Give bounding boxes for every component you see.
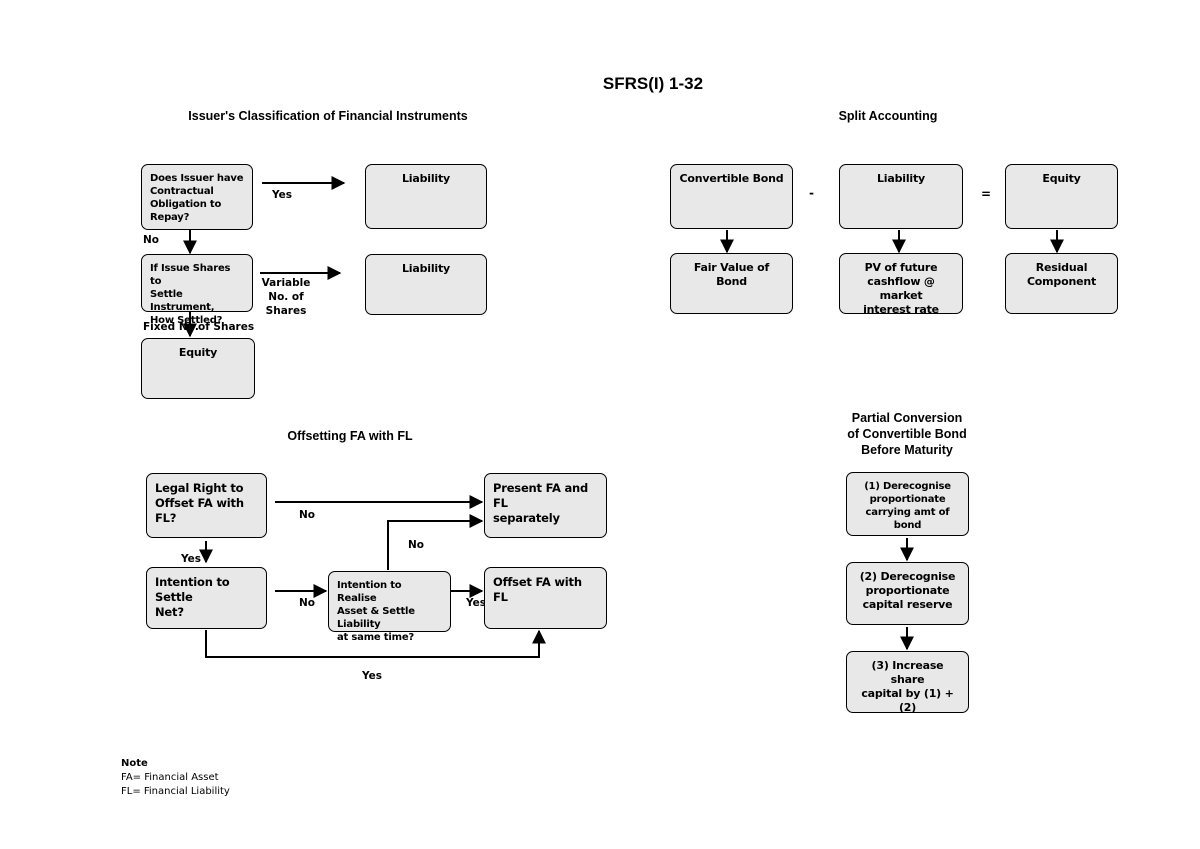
yes-label-legal: Yes	[181, 553, 202, 565]
step2-box: (2) Derecognise proportionate capital re…	[846, 562, 969, 625]
liability-box-1: Liability	[365, 164, 487, 229]
equity-box: Equity	[141, 338, 255, 399]
step1-box: (1) Derecognise proportionate carrying a…	[846, 472, 969, 536]
intention-settle-net-box: Intention to Settle Net?	[146, 567, 267, 629]
split-accounting-title: Split Accounting	[838, 109, 938, 123]
legal-right-box: Legal Right to Offset FA with FL?	[146, 473, 267, 538]
partial-conversion-title: Partial Conversion of Convertible Bond B…	[847, 411, 967, 457]
no-label-legal: No	[299, 509, 316, 521]
offsetting-title: Offsetting FA with FL	[287, 429, 413, 443]
yes-label-realise: Yes	[466, 597, 487, 609]
pv-cashflow-box: PV of future cashflow @ market interest …	[839, 253, 963, 316]
offset-fa-fl-box: Offset FA with FL	[484, 567, 607, 629]
no-label-realise: No	[408, 539, 425, 551]
classification-title: Issuer's Classification of Financial Ins…	[188, 109, 468, 123]
convertible-bond-box: Convertible Bond	[670, 164, 793, 229]
split-liability-box: Liability	[839, 164, 963, 229]
fair-value-box: Fair Value of Bond	[670, 253, 793, 314]
arrow-intention-to-offset	[205, 629, 546, 658]
no-label: No	[143, 234, 160, 246]
page-title: SFRS(I) 1-32	[602, 74, 704, 93]
equals-sign: =	[981, 187, 992, 201]
note-fl: FL= Financial Liability	[121, 786, 230, 797]
intention-realise-box: Intention to Realise Asset & Settle Liab…	[328, 571, 451, 643]
note-block: Note FA= Financial Asset FL= Financial L…	[121, 757, 230, 799]
settlement-method-box: If Issue Shares to Settle Instrument, Ho…	[141, 254, 253, 326]
residual-component-box: Residual Component	[1005, 253, 1118, 314]
split-equity-box: Equity	[1005, 164, 1118, 229]
step3-box: (3) Increase share capital by (1) + (2)	[846, 651, 969, 714]
fixed-no-label: Fixed No.	[143, 321, 199, 333]
yes-label-bottom: Yes	[362, 670, 383, 682]
contractual-obligation-box: Does Issuer have Contractual Obligation …	[141, 164, 253, 230]
arrow-realise-to-present	[387, 514, 484, 570]
minus-sign: -	[809, 186, 814, 200]
variable-shares-label: Variable No. of Shares	[261, 277, 311, 317]
yes-label: Yes	[272, 189, 293, 201]
note-fa: FA= Financial Asset	[121, 772, 219, 783]
note-heading: Note	[121, 758, 148, 769]
liability-box-2: Liability	[365, 254, 487, 315]
of-shares-label: of Shares	[198, 321, 255, 333]
present-separately-box: Present FA and FL separately	[484, 473, 607, 538]
no-label-intention: No	[299, 597, 316, 609]
